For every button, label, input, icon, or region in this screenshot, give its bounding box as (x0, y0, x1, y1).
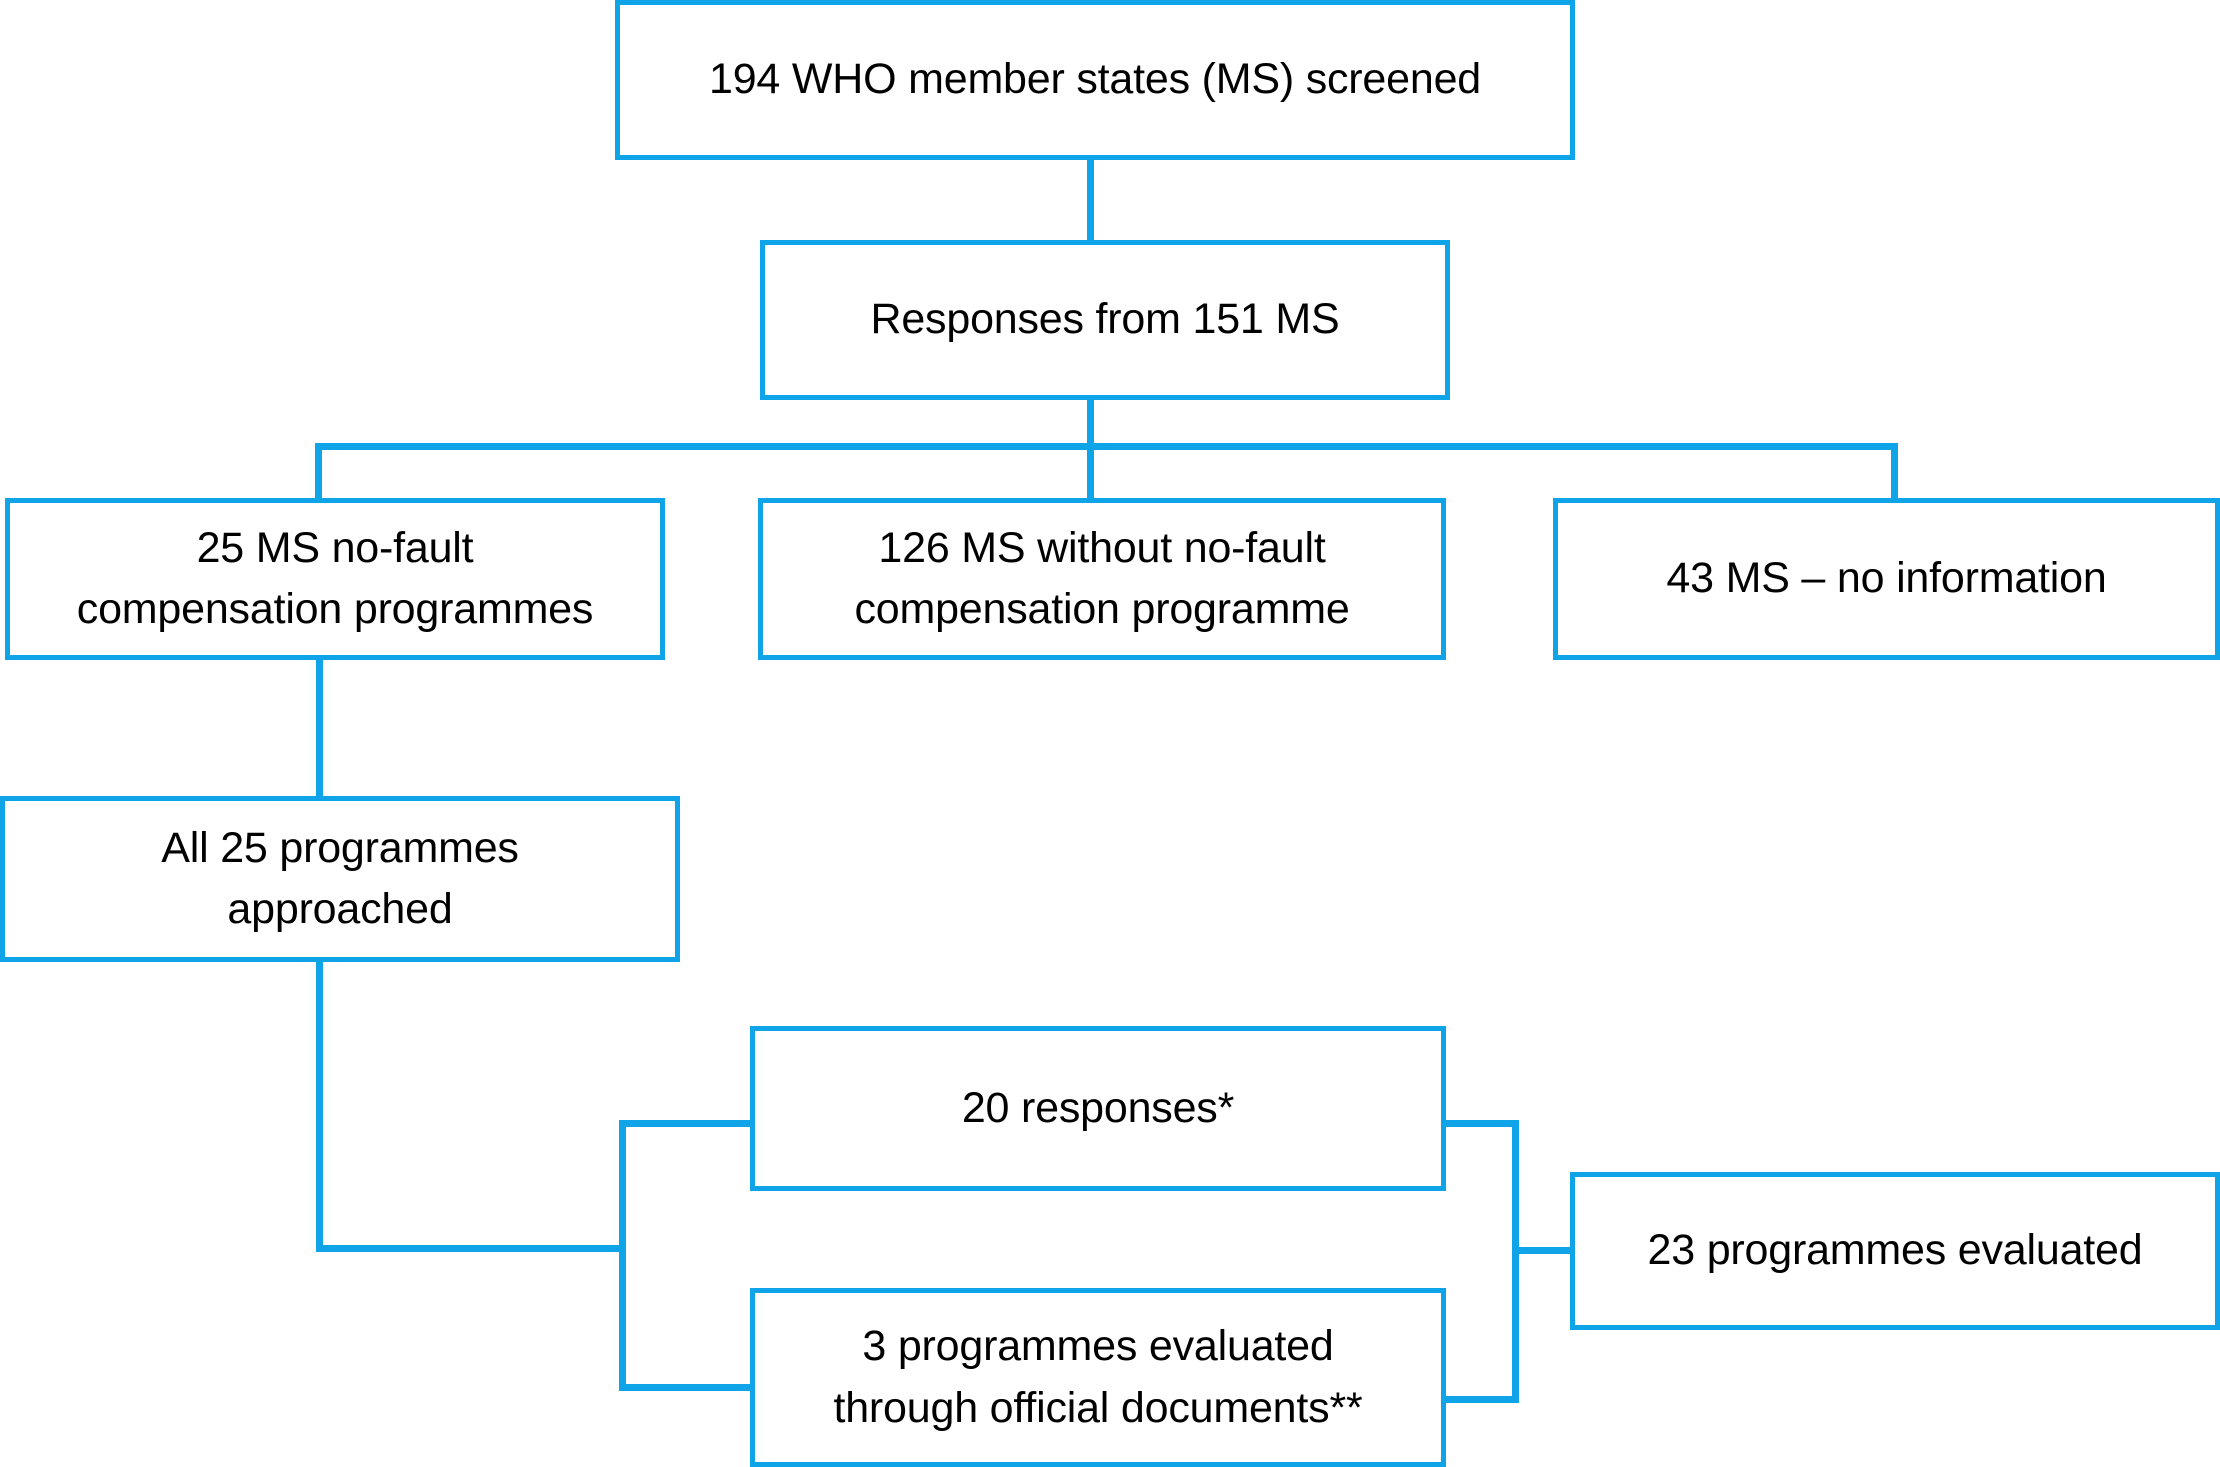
node-3-programmes-evaluated-official-documents[interactable]: 3 programmes evaluated through official … (750, 1288, 1446, 1467)
node-43-ms-no-information[interactable]: 43 MS – no information (1553, 498, 2220, 660)
node-all-25-programmes-approached[interactable]: All 25 programmes approached (0, 796, 680, 962)
connector-official-docs-right (1440, 1396, 1518, 1403)
connector-split-to-responses20 (619, 1120, 754, 1127)
connector-responses20-right (1440, 1120, 1518, 1127)
connector-left-split-column (619, 1120, 626, 1390)
connector-split-to-official-docs (619, 1384, 754, 1391)
connector-bus-to-without-nfc (1087, 443, 1094, 500)
node-126-ms-without-no-fault-compensation-programme[interactable]: 126 MS without no-fault compensation pro… (758, 498, 1446, 660)
connector-responses-down-stub (1087, 400, 1094, 450)
connector-bus-to-with-nfc (315, 443, 322, 500)
node-23-programmes-evaluated[interactable]: 23 programmes evaluated (1570, 1172, 2220, 1330)
node-194-who-member-states-screened[interactable]: 194 WHO member states (MS) screened (615, 0, 1575, 160)
connector-bus-to-no-info (1891, 443, 1898, 500)
node-20-responses[interactable]: 20 responses* (750, 1026, 1446, 1191)
connector-approached-right (316, 1245, 626, 1252)
node-responses-from-151-ms[interactable]: Responses from 151 MS (760, 240, 1450, 400)
connector-with-nfc-to-approached (316, 658, 323, 798)
connector-approached-down (316, 960, 323, 1252)
connector-branch-bus (315, 443, 1898, 450)
connector-merge-to-evaluated23 (1512, 1247, 1574, 1254)
node-25-ms-no-fault-compensation-programmes[interactable]: 25 MS no-fault compensation programmes (5, 498, 665, 660)
connector-screened-to-responses (1087, 158, 1094, 242)
connector-right-merge-column (1512, 1120, 1519, 1403)
